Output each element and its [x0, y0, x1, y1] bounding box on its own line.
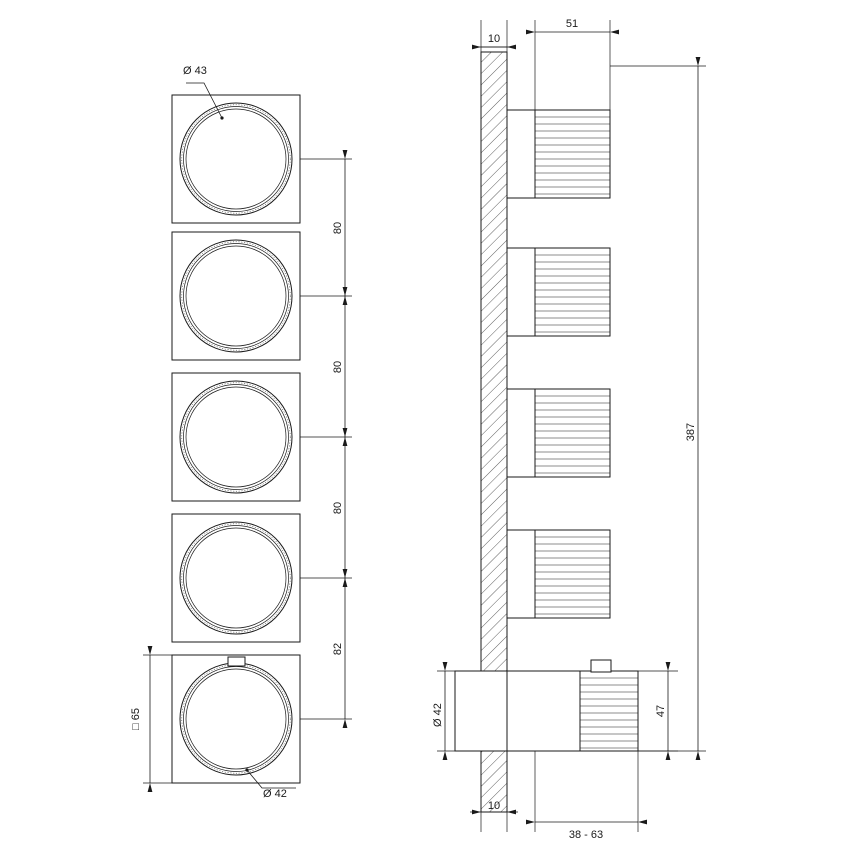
side-knob-5 [506, 659, 639, 752]
dim-plate-size [143, 646, 172, 792]
dimension-labels: Ø 43 80 80 80 82 □ 65 Ø 42 10 51 387 47 … [130, 18, 697, 841]
dim-knob-dia-top [186, 82, 224, 120]
dim-knob-dia-bottom [245, 768, 296, 789]
front-view [143, 82, 352, 792]
label-wall-thickness-bottom: 10 [488, 800, 500, 812]
label-spacing-1: 80 [332, 222, 344, 234]
label-spacing-4: 82 [332, 643, 344, 655]
side-knob-1 [506, 109, 611, 199]
side-knob-3 [506, 388, 611, 478]
label-knob-projection: 51 [566, 18, 578, 30]
front-plate-1 [171, 94, 301, 224]
label-knob-dia-bottom: Ø 42 [263, 788, 287, 800]
label-spacing-3: 80 [332, 502, 344, 514]
front-dimension-chain [300, 150, 352, 728]
front-plate-2 [171, 231, 301, 361]
label-bottom-knob-height: 47 [655, 705, 667, 717]
label-projection-range: 38 - 63 [569, 829, 603, 841]
side-knob-2 [506, 247, 611, 337]
label-overall-height: 387 [685, 423, 697, 441]
label-plate-size: □ 65 [130, 708, 142, 730]
side-dimension-lines [437, 20, 706, 832]
label-wall-thickness: 10 [488, 33, 500, 45]
side-knob-4 [506, 529, 611, 619]
side-body-block [454, 670, 508, 752]
front-plate-4 [171, 513, 301, 643]
front-plate-5 [171, 654, 301, 784]
label-body-diameter: Ø 42 [432, 703, 444, 727]
label-knob-dia-top: Ø 43 [183, 65, 207, 77]
label-spacing-2: 80 [332, 361, 344, 373]
side-view [437, 20, 706, 832]
front-plate-3 [171, 372, 301, 502]
